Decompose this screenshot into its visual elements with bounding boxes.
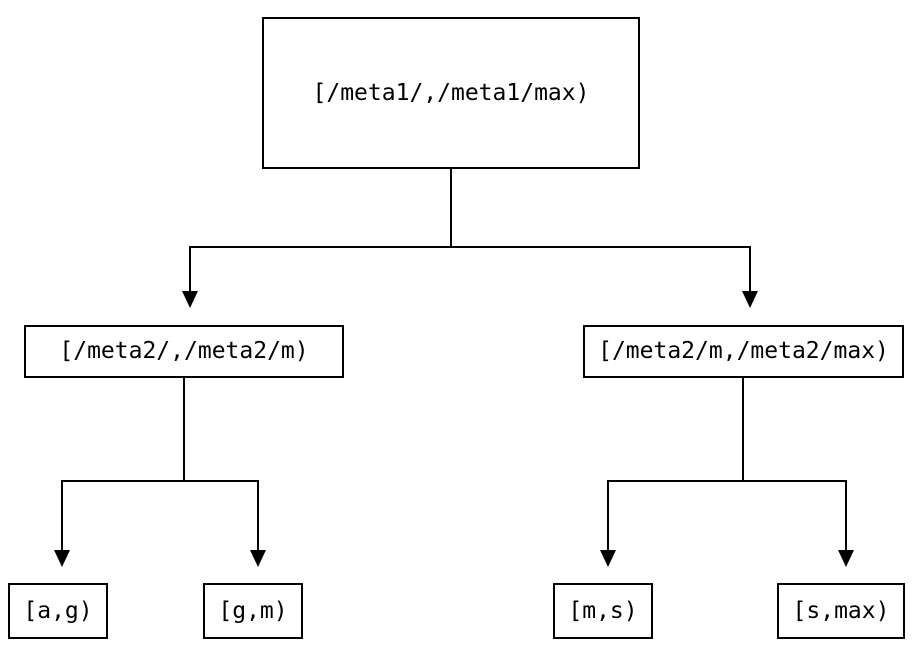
arrowhead-to-leaf-ag [54,550,70,567]
edge-left-mid-branches [61,480,259,551]
node-leaf-gm: [g,m) [203,583,303,639]
node-leaf-ag-label: [a,g) [23,597,93,624]
node-leaf-ag: [a,g) [8,583,108,639]
edge-right-mid-branches [607,480,847,551]
arrowhead-to-leaf-gm [250,550,266,567]
node-right-mid-label: [/meta2/m,/meta2/max) [598,338,889,364]
arrowhead-to-leaf-ms [600,550,616,567]
node-leaf-gm-label: [g,m) [218,597,288,624]
node-leaf-smax: [s,max) [777,583,905,639]
node-leaf-ms-label: [m,s) [568,597,638,624]
node-right-mid: [/meta2/m,/meta2/max) [583,325,904,378]
node-left-mid: [/meta2/,/meta2/m) [24,325,344,378]
node-root: [/meta1/,/meta1/max) [262,17,640,169]
arrowhead-to-leaf-smax [838,550,854,567]
node-leaf-smax-label: [s,max) [792,597,890,624]
node-root-label: [/meta1/,/meta1/max) [312,79,590,106]
arrowhead-to-left-mid [182,291,198,308]
node-left-mid-label: [/meta2/,/meta2/m) [59,338,309,364]
node-leaf-ms: [m,s) [553,583,653,639]
edge-root-branches [189,246,751,291]
arrowhead-to-right-mid [742,291,758,308]
